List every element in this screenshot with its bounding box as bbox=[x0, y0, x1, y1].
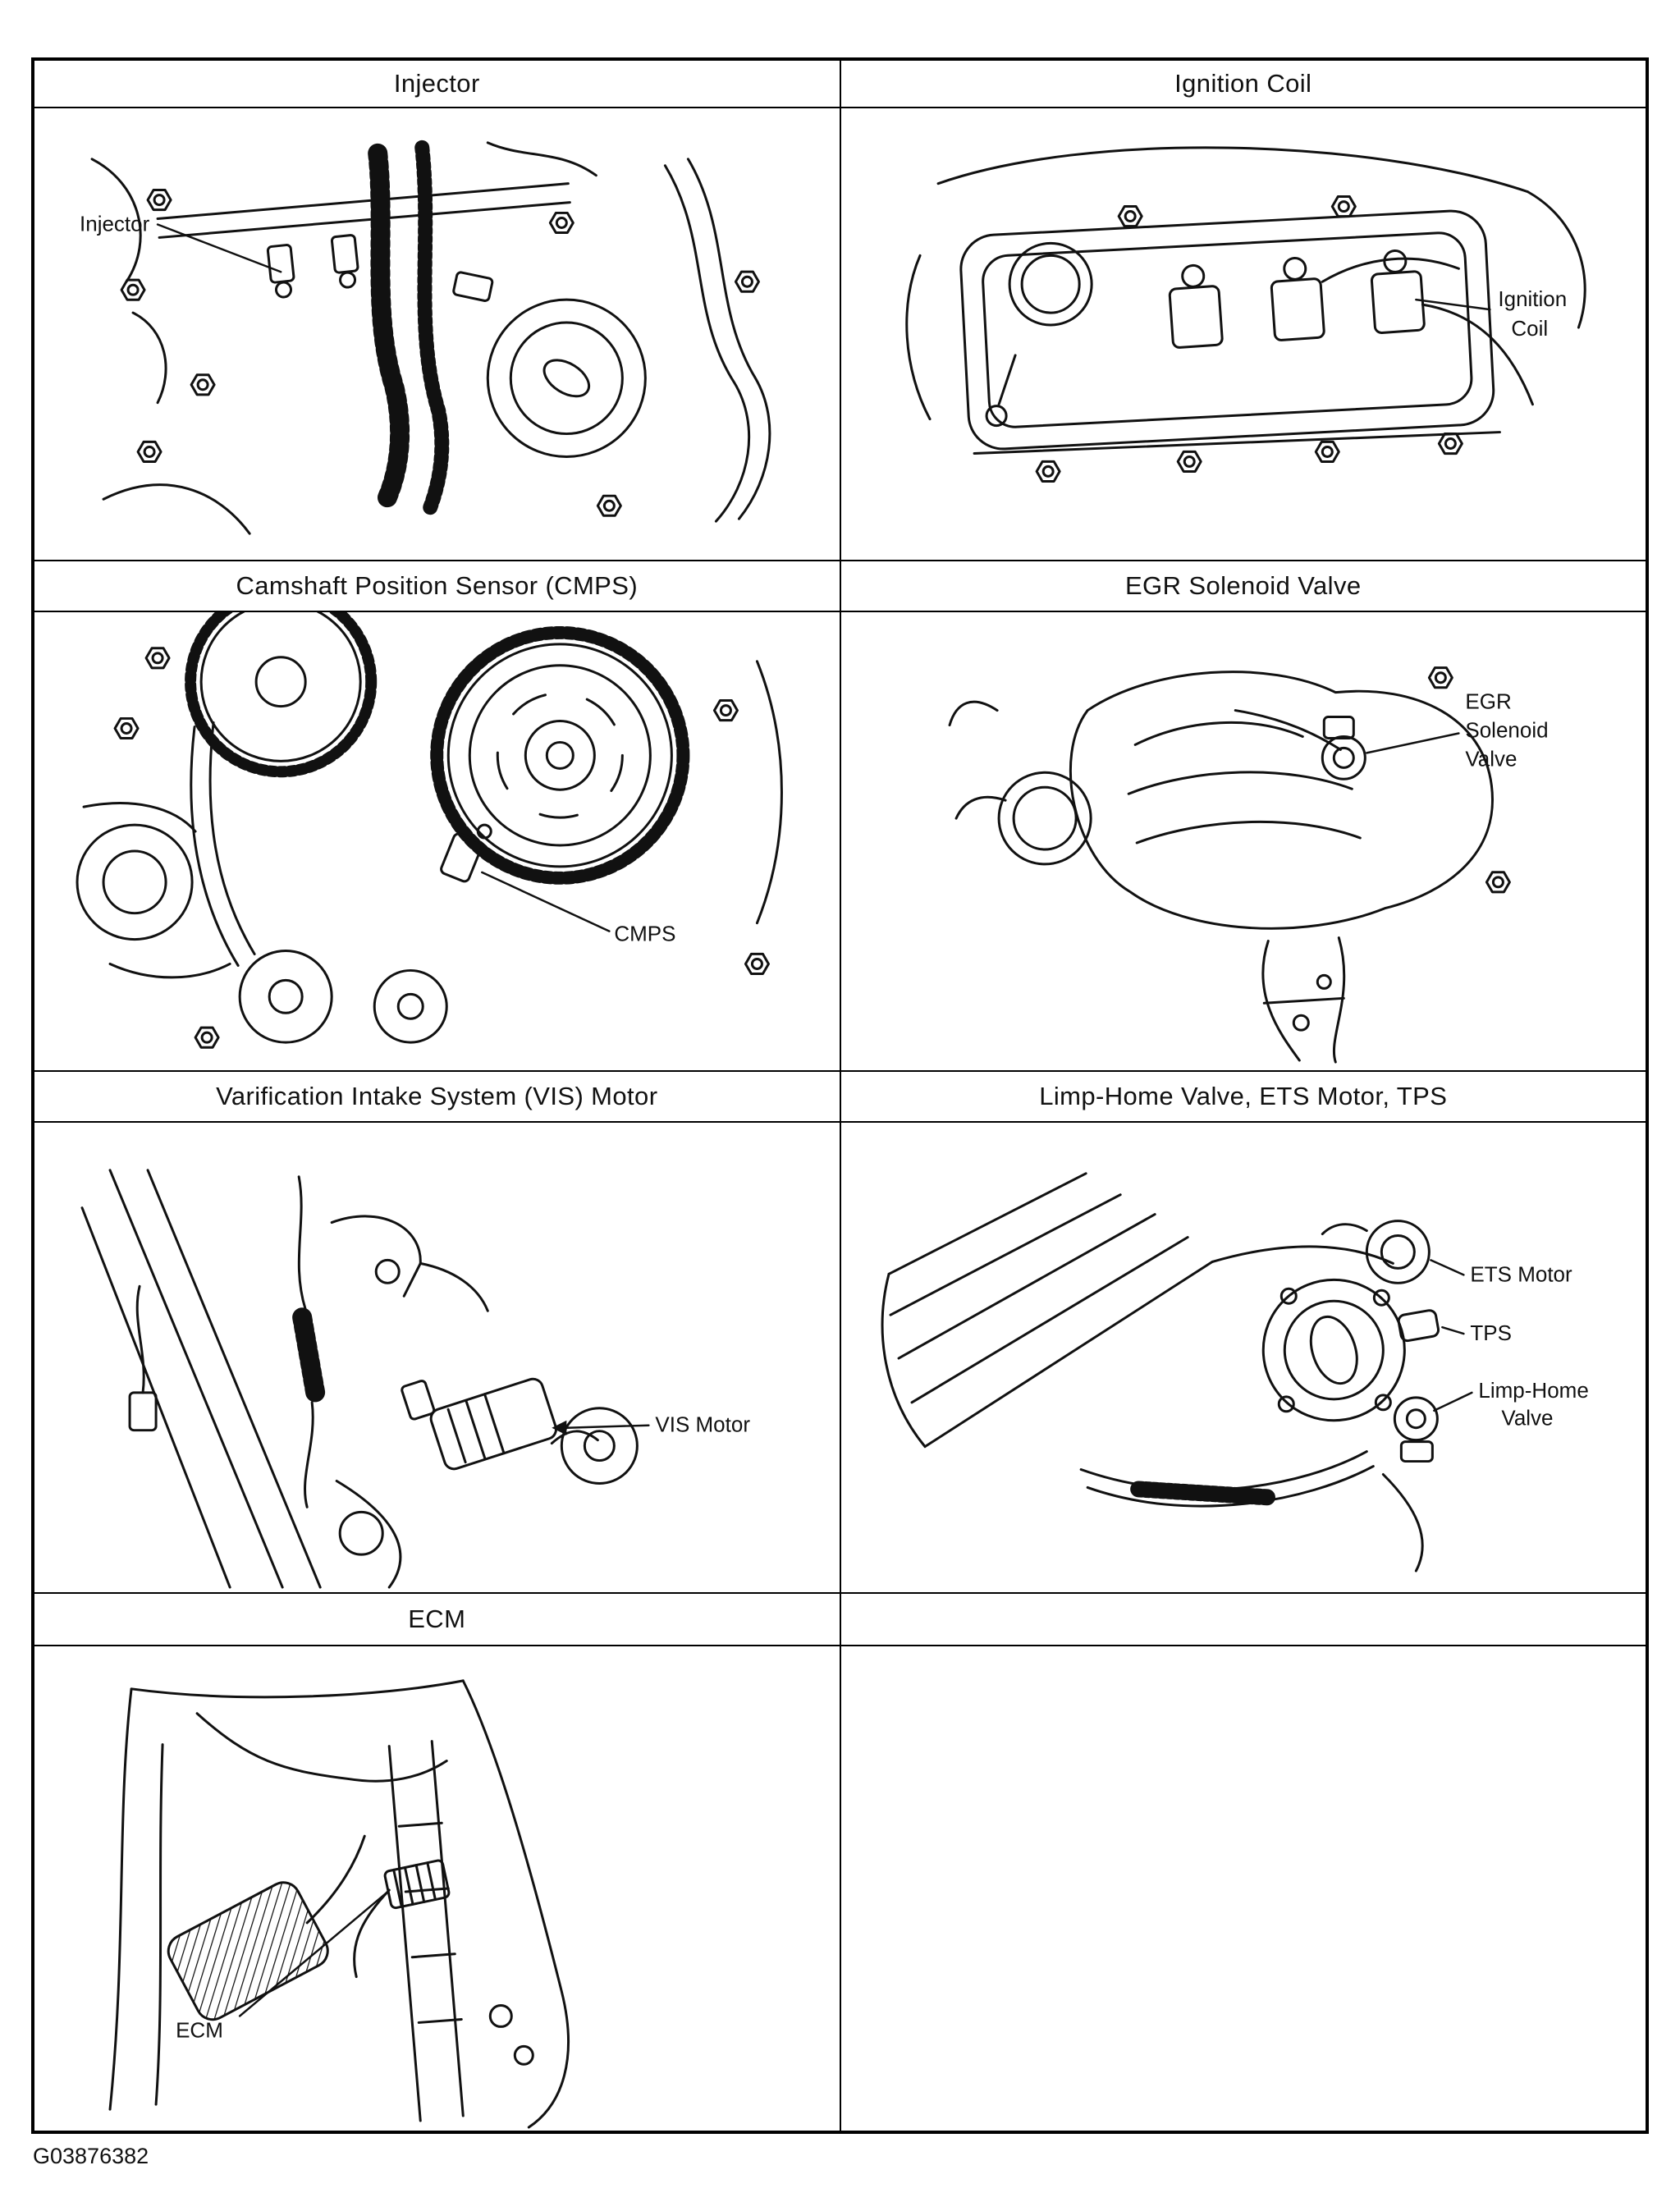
callout-leader bbox=[1432, 1391, 1473, 1412]
ignition-coil-figure-svg: Ignition Coil bbox=[904, 146, 1586, 483]
figure-empty bbox=[840, 1646, 1646, 2131]
figure-limp-home: ETS Motor TPS Limp-Home Valve bbox=[840, 1122, 1646, 1593]
cmps-figure-svg: CMPS bbox=[76, 612, 783, 1049]
idler-pulley bbox=[238, 950, 333, 1044]
oil-cap bbox=[1008, 241, 1093, 327]
injector-figure-svg: Injector bbox=[80, 140, 771, 535]
crank-gear bbox=[185, 612, 378, 778]
figure-cmps: CMPS bbox=[34, 611, 840, 1071]
callout-leader bbox=[238, 1892, 387, 2017]
callout-ignition-line2: Coil bbox=[1511, 318, 1548, 341]
tensioner-pulley bbox=[373, 968, 448, 1044]
ecm-figure-svg: ECM bbox=[108, 1679, 570, 2129]
callout-limp-home-line2: Valve bbox=[1501, 1406, 1553, 1431]
pump-pulley bbox=[76, 823, 194, 941]
hose-spring bbox=[292, 1307, 326, 1403]
footwell-outline bbox=[108, 1687, 133, 2111]
limp-home-valve bbox=[1393, 1396, 1439, 1442]
callout-tps: TPS bbox=[1470, 1321, 1512, 1345]
tps-sensor bbox=[1397, 1309, 1440, 1343]
throttle-inlet bbox=[997, 771, 1092, 866]
cell-title-limp-home: Limp-Home Valve, ETS Motor, TPS bbox=[840, 1071, 1646, 1122]
dipstick bbox=[997, 354, 1017, 406]
egr-figure-svg: EGR Solenoid Valve bbox=[948, 666, 1548, 1064]
figure-vis: VIS Motor bbox=[34, 1122, 840, 1593]
callout-vis-motor: VIS Motor bbox=[655, 1412, 750, 1437]
cell-title-ignition-coil: Ignition Coil bbox=[840, 60, 1646, 108]
cell-title-vis: Varification Intake System (VIS) Motor bbox=[34, 1071, 840, 1122]
callout-egr-line1: EGR bbox=[1465, 689, 1511, 714]
ets-motor bbox=[1365, 1220, 1431, 1284]
callout-leader bbox=[1414, 298, 1491, 311]
injector-illustration: Injector bbox=[80, 140, 771, 535]
connector bbox=[401, 1380, 436, 1421]
callout-ets-motor: ETS Motor bbox=[1470, 1261, 1572, 1286]
figure-ignition-coil: Ignition Coil bbox=[840, 108, 1646, 561]
component-location-table: Injector Ignition Coil bbox=[31, 57, 1649, 2134]
callout-leader bbox=[1365, 732, 1460, 754]
figure-egr: EGR Solenoid Valve bbox=[840, 611, 1646, 1071]
cam-gear bbox=[430, 625, 690, 885]
callout-limp-home-line1: Limp-Home bbox=[1478, 1378, 1588, 1403]
arrowhead bbox=[552, 1420, 567, 1435]
limp-home-illustration: ETS Motor TPS Limp-Home Valve bbox=[881, 1172, 1588, 1572]
valve-cover bbox=[959, 209, 1495, 451]
flange bbox=[560, 1407, 639, 1485]
small-connector bbox=[128, 1391, 158, 1432]
steering-column bbox=[387, 1745, 422, 2122]
callout-leader bbox=[1429, 1259, 1465, 1276]
figure-code: G03876382 bbox=[33, 2144, 149, 2168]
figure-injector: Injector bbox=[34, 108, 840, 561]
egr-valve bbox=[1321, 735, 1366, 780]
pipe bbox=[663, 164, 751, 523]
intake-manifold bbox=[1069, 671, 1494, 930]
fuel-rail bbox=[156, 182, 570, 221]
callout-leader bbox=[156, 223, 282, 273]
injector-part bbox=[266, 244, 295, 299]
throttle-bore bbox=[1261, 1278, 1406, 1422]
callout-injector: Injector bbox=[80, 213, 150, 236]
callout-leader bbox=[565, 1424, 650, 1429]
cell-title-empty bbox=[840, 1593, 1646, 1646]
coil-part bbox=[1270, 256, 1325, 341]
cell-title-ecm: ECM bbox=[34, 1593, 840, 1646]
hose bbox=[936, 146, 1529, 194]
coil-part bbox=[1168, 263, 1224, 349]
callout-cmps: CMPS bbox=[614, 922, 675, 946]
ecm-illustration: ECM bbox=[108, 1679, 570, 2129]
cmps-illustration: CMPS bbox=[76, 612, 783, 1049]
callout-ignition-line1: Ignition bbox=[1498, 288, 1567, 311]
ignition-coil-illustration: Ignition Coil bbox=[904, 146, 1586, 483]
cell-title-egr: EGR Solenoid Valve bbox=[840, 561, 1646, 611]
vis-illustration: VIS Motor bbox=[80, 1169, 750, 1589]
cmps-sensor bbox=[440, 832, 483, 883]
vis-motor bbox=[429, 1377, 558, 1471]
timing-belt bbox=[190, 726, 240, 967]
throttle-cables bbox=[1079, 1450, 1368, 1491]
egr-illustration: EGR Solenoid Valve bbox=[948, 666, 1548, 1064]
limp-home-figure-svg: ETS Motor TPS Limp-Home Valve bbox=[881, 1172, 1588, 1572]
callout-ecm: ECM bbox=[176, 2017, 223, 2042]
hose bbox=[297, 1175, 307, 1311]
callout-leader bbox=[1440, 1325, 1465, 1335]
wire-loom bbox=[368, 143, 410, 511]
injector-part bbox=[330, 234, 359, 289]
ecm-unit bbox=[383, 1859, 451, 1910]
callout-leader bbox=[481, 871, 611, 932]
vis-figure-svg: VIS Motor bbox=[80, 1169, 750, 1589]
accelerator-pedal bbox=[167, 1881, 329, 2021]
throttle-pulley bbox=[486, 298, 647, 458]
callout-egr-line3: Valve bbox=[1465, 746, 1517, 771]
cell-title-injector: Injector bbox=[34, 60, 840, 108]
connector bbox=[452, 271, 494, 302]
cell-title-cmps: Camshaft Position Sensor (CMPS) bbox=[34, 561, 840, 611]
callout-egr-line2: Solenoid bbox=[1465, 718, 1548, 743]
figure-ecm: ECM bbox=[34, 1646, 840, 2131]
